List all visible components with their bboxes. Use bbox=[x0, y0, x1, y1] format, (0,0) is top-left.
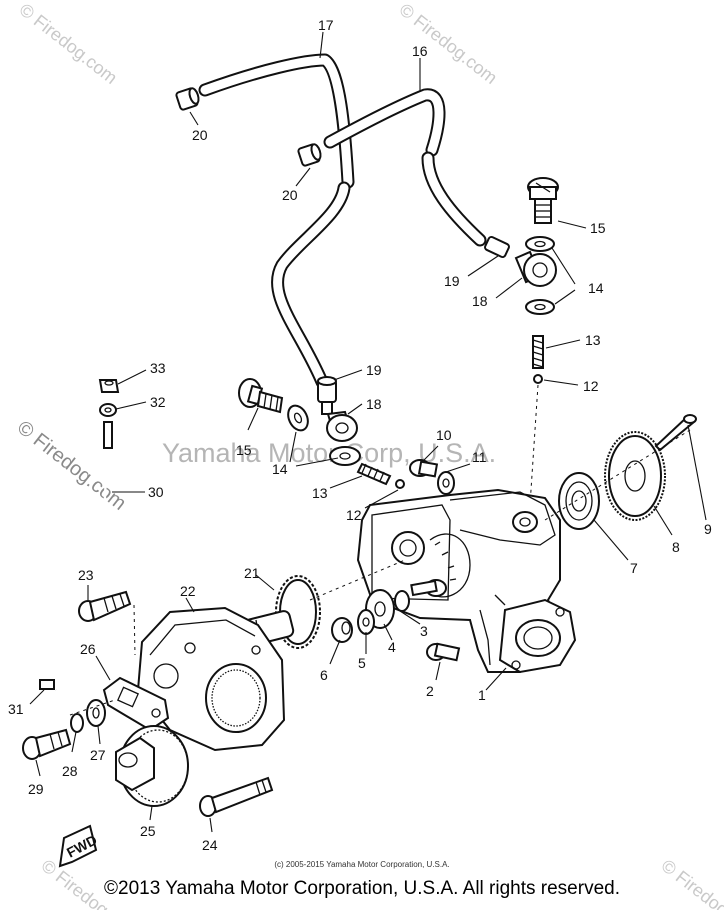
callout-19-upper: 19 bbox=[444, 273, 460, 289]
callout-10: 10 bbox=[436, 427, 452, 443]
callout-7: 7 bbox=[630, 560, 638, 576]
callout-20-mid: 20 bbox=[282, 187, 298, 203]
part-17-hose bbox=[198, 53, 355, 189]
part-18-union-bolt-block-center bbox=[326, 410, 358, 442]
callout-28: 28 bbox=[62, 763, 78, 779]
axis-line-gear bbox=[544, 429, 691, 521]
callout-29: 29 bbox=[28, 781, 44, 797]
callout-27: 27 bbox=[90, 747, 106, 763]
axis-line-cap bbox=[69, 699, 116, 716]
callout-11: 11 bbox=[472, 449, 487, 465]
part-14-washer-center-left-hole bbox=[293, 412, 303, 424]
copyright-notice: ©2013 Yamaha Motor Corporation, U.S.A. A… bbox=[104, 878, 620, 899]
part-19-fitting-upper bbox=[484, 235, 510, 259]
part-1-oil-pump-assembly bbox=[356, 488, 577, 674]
part-5-washer-hole bbox=[362, 617, 370, 627]
leader-lines bbox=[29, 31, 707, 833]
callout-18-center: 18 bbox=[366, 396, 382, 412]
part-17-hose-lower bbox=[271, 181, 351, 389]
callout-18-upper: 18 bbox=[472, 293, 488, 309]
part-13-spring-center bbox=[356, 462, 392, 486]
part-3-oring bbox=[394, 590, 410, 612]
axis-line-drive-gear bbox=[309, 559, 406, 601]
callout-1: 1 bbox=[478, 687, 486, 703]
callout-24: 24 bbox=[202, 837, 218, 853]
part-14-washer-upper-bottom-hole bbox=[534, 303, 546, 311]
part-22-pump-cover bbox=[136, 606, 286, 752]
part-30-pump-cable bbox=[40, 421, 113, 691]
part-14-washer-center-right bbox=[329, 446, 361, 466]
callout-17: 17 bbox=[318, 17, 334, 33]
callout-3: 3 bbox=[420, 623, 428, 639]
callout-32: 32 bbox=[150, 394, 166, 410]
callout-25: 25 bbox=[140, 823, 156, 839]
part-20-collar-mid bbox=[297, 143, 322, 167]
part-9-cotter-pin bbox=[654, 414, 697, 452]
part-7-bearing bbox=[558, 472, 600, 530]
callout-26: 26 bbox=[80, 641, 96, 657]
callout-31: 31 bbox=[8, 701, 24, 717]
part-14-washer-center-right-hole bbox=[339, 452, 351, 460]
part-28-washer bbox=[70, 713, 84, 733]
callout-13-upper: 13 bbox=[585, 332, 601, 348]
part-25-pump-cap bbox=[115, 725, 189, 807]
part-5-washer bbox=[357, 609, 375, 635]
callout-8: 8 bbox=[672, 539, 680, 555]
callout-15-upper: 15 bbox=[590, 220, 606, 236]
small-copyright-notice: (c) 2005-2015 Yamaha Motor Corporation, … bbox=[274, 860, 450, 869]
part-12-ball-upper bbox=[533, 374, 543, 384]
axis-line-upper-right bbox=[529, 384, 539, 506]
part-18-union-bolt-block-upper bbox=[514, 250, 557, 287]
callout-15-center: 15 bbox=[236, 442, 252, 458]
callout-4: 4 bbox=[388, 639, 396, 655]
part-19-fitting-lower bbox=[317, 376, 337, 415]
callout-22: 22 bbox=[180, 583, 196, 599]
callout-14-center: 14 bbox=[272, 461, 288, 477]
part-11-washer bbox=[437, 471, 455, 495]
part-10-bolt bbox=[409, 459, 439, 478]
part-14-washer-upper-top-hole bbox=[534, 240, 546, 248]
part-12-ball-center bbox=[395, 479, 405, 489]
callout-19-center: 19 bbox=[366, 362, 382, 378]
part-31-cable-end bbox=[39, 679, 55, 690]
part-27-washer bbox=[86, 699, 106, 727]
callout-14-upper: 14 bbox=[588, 280, 604, 296]
watermark-firedog-top-left: © Firedog.com bbox=[16, 0, 122, 88]
callout-21: 21 bbox=[244, 565, 260, 581]
part-27-washer-hole bbox=[92, 707, 100, 719]
callout-2: 2 bbox=[426, 683, 434, 699]
callout-16: 16 bbox=[412, 43, 428, 59]
callout-12-center: 12 bbox=[346, 507, 362, 523]
callout-12-upper: 12 bbox=[583, 378, 599, 394]
callout-20-top: 20 bbox=[192, 127, 208, 143]
part-24-long-bolt bbox=[199, 776, 274, 817]
part-33-locknut bbox=[98, 379, 120, 393]
callout-23: 23 bbox=[78, 567, 94, 583]
part-14-washer-upper-bottom bbox=[525, 299, 555, 315]
callout-6: 6 bbox=[320, 667, 328, 683]
callout-30: 30 bbox=[148, 484, 164, 500]
part-14-washer-upper-top bbox=[525, 236, 555, 252]
callout-9: 9 bbox=[704, 521, 712, 537]
part-15-union-bolt-center bbox=[238, 378, 284, 414]
part-2-bolt bbox=[426, 642, 461, 662]
part-13-spring-upper bbox=[532, 335, 544, 369]
part-15-union-bolt-upper bbox=[527, 177, 559, 224]
part-23-bolt bbox=[78, 590, 132, 622]
part-6-collar bbox=[331, 617, 353, 643]
part-4-plate-washer-hole bbox=[374, 601, 386, 617]
part-32-nut bbox=[99, 403, 117, 417]
callout-33: 33 bbox=[150, 360, 166, 376]
part-20-collar-top bbox=[175, 87, 200, 111]
part-16-hose bbox=[323, 88, 487, 247]
part-14-washer-center-left bbox=[287, 404, 309, 432]
callout-5: 5 bbox=[358, 655, 366, 671]
part-26-cable-guide-plate bbox=[102, 676, 170, 732]
part-29-bolt bbox=[22, 728, 72, 760]
callout-13-center: 13 bbox=[312, 485, 328, 501]
axis-line-cover bbox=[133, 604, 136, 656]
watermark-yamaha: Yamaha Motor Corp, U.S.A. bbox=[162, 438, 496, 468]
